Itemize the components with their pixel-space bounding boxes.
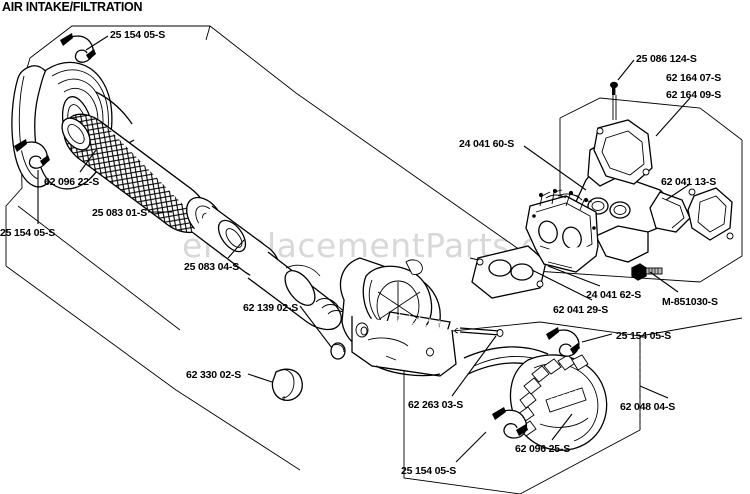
intake-gasket-drawing [593, 119, 653, 185]
hose-clamp-right-drawing [546, 327, 580, 357]
callout-62-263-03-s: 62 263 03-S [408, 399, 464, 411]
callout-62-048-04-s: 62 048 04-S [620, 401, 676, 413]
callout-62-164-07-s: 62 164 07-S [666, 72, 722, 84]
callout-25-154-05-s-lower-left: 25 154 05-S [0, 227, 56, 239]
callout-62-139-02-s: 62 139 02-S [243, 302, 299, 314]
callout-m-851030-s: M-851030-S [662, 296, 718, 308]
air-cleaner-rod-drawing [454, 327, 504, 337]
air-cleaner-housing-drawing [339, 257, 457, 377]
callout-24-041-62-s: 24 041 62-S [586, 289, 642, 301]
right-flange-gasket-drawing [687, 187, 734, 241]
carburetor-assembly-drawing [525, 188, 599, 273]
hose-clamp-bottom-drawing [492, 407, 528, 439]
hose-clamp-upper-left-drawing [60, 33, 96, 63]
rubber-cap-drawing [271, 368, 303, 401]
callout-62-330-02-s: 62 330 02-S [186, 369, 242, 381]
callout-25-083-04-s: 25 083 04-S [184, 261, 240, 273]
manifold-gasket-drawing [471, 245, 547, 299]
callout-62-041-29-s: 62 041 29-S [553, 304, 609, 316]
callout-25-154-05-s-right: 25 154 05-S [616, 330, 672, 342]
callout-25-154-05-s-upper-left: 25 154 05-S [110, 29, 166, 41]
callout-25-154-05-s-bottom: 25 154 05-S [401, 465, 457, 477]
kohler-logo-plate [545, 387, 587, 413]
breather-grommet-drawing [330, 342, 346, 360]
callout-25-086-124-s: 25 086 124-S [636, 53, 697, 65]
air-cleaner-base-cover-drawing [463, 346, 608, 451]
callout-62-096-25-s: 62 096 25-S [515, 443, 571, 455]
intake-bolt-drawing [610, 81, 618, 120]
hose-clamp-lower-left-drawing [14, 139, 50, 169]
cover-pleat-ring [517, 354, 589, 437]
callout-62-096-22-s: 62 096 22-S [44, 176, 100, 188]
leader-lines [37, 35, 691, 463]
callout-25-083-01-s: 25 083 01-S [92, 207, 148, 219]
callout-62-041-13-s: 62 041 13-S [661, 176, 717, 188]
callout-24-041-60-s: 24 041 60-S [459, 138, 515, 150]
page-title: AIR INTAKE/FILTRATION [2, 0, 143, 14]
callout-62-164-09-s: 62 164 09-S [666, 89, 722, 101]
